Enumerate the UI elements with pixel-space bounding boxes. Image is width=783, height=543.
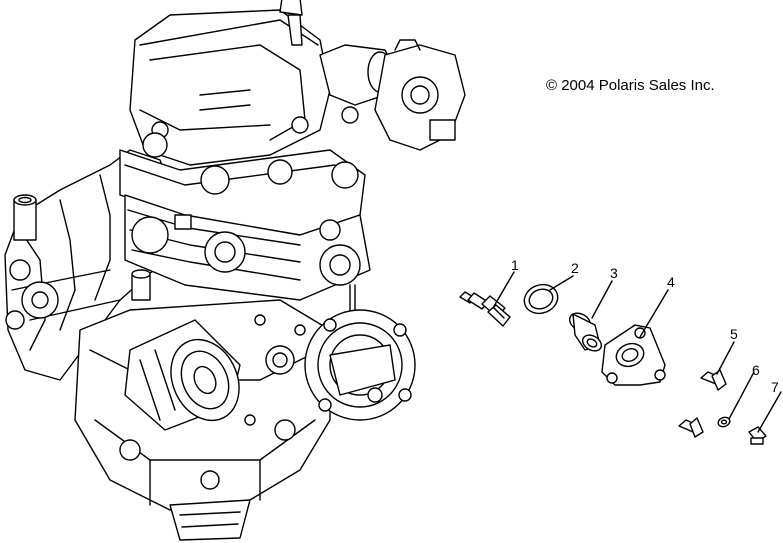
callout-2: 2 — [571, 260, 579, 276]
callout-3: 3 — [610, 265, 618, 281]
callout-labels: 1 2 3 4 5 6 7 — [511, 257, 779, 395]
callout-4: 4 — [667, 274, 675, 290]
callout-5: 5 — [730, 326, 738, 342]
bolt-part — [678, 369, 727, 438]
o-ring-part — [523, 283, 559, 315]
callout-6: 6 — [752, 362, 760, 378]
engine-assembly — [4, 0, 466, 541]
thermostat-part — [568, 312, 603, 352]
screw-part — [748, 426, 767, 445]
thermostat-housing-part — [601, 324, 666, 386]
leader-lines — [492, 271, 782, 433]
callout-1: 1 — [511, 257, 519, 273]
copyright-notice: © 2004 Polaris Sales Inc. — [546, 77, 715, 94]
washer-part — [717, 416, 731, 428]
callout-7: 7 — [771, 379, 779, 395]
temperature-sensor-part — [459, 291, 511, 327]
